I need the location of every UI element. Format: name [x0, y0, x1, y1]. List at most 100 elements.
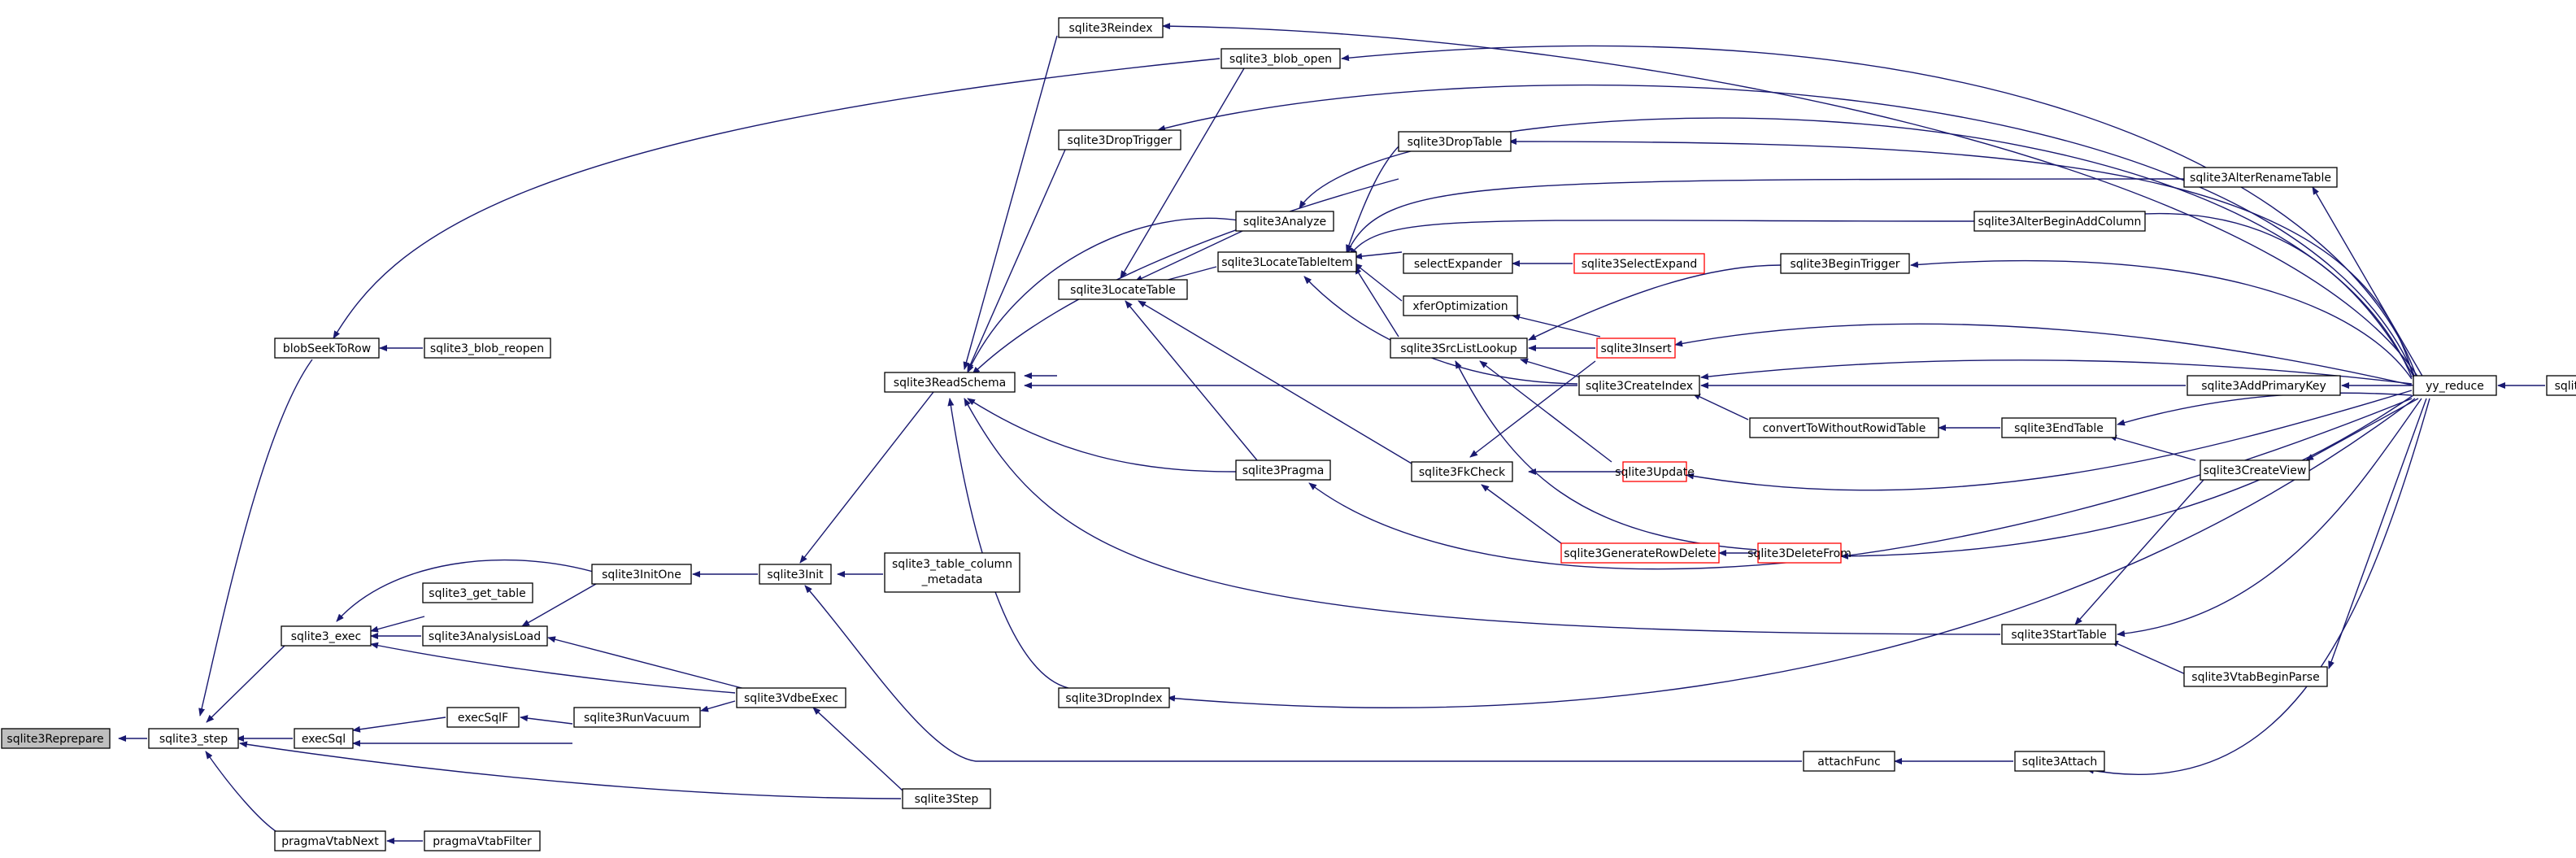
- edge-vtab-starttable: [2110, 640, 2188, 676]
- edge-analyze-readschema: [967, 217, 1245, 373]
- node-sqlite3srclistlookup[interactable]: sqlite3SrcListLookup: [1390, 338, 1528, 359]
- node-sqlite3deletefrom[interactable]: sqlite3DeleteFrom: [1747, 542, 1852, 564]
- node-sqlite3-get-table[interactable]: sqlite3_get_table: [422, 582, 533, 603]
- node-label: sqlite3Reindex: [1069, 22, 1153, 35]
- node-label: blobSeekToRow: [283, 342, 371, 355]
- edge-createview-endtable: [2108, 434, 2196, 461]
- node-label: xferOptimization: [1412, 300, 1508, 313]
- node-sqlite3reprepare[interactable]: sqlite3Reprepare: [1, 728, 111, 749]
- node-label: yy_reduce: [2426, 380, 2484, 393]
- edge-vdbeexec-analysisload: [547, 636, 749, 690]
- nodes: sqlite3Reprepare sqlite3_step blobSeekTo…: [1, 17, 2576, 851]
- edge-runvacuum-execsqlf: [520, 715, 573, 725]
- node-sqlite3reindex[interactable]: sqlite3Reindex: [1058, 17, 1164, 38]
- node-sqlite3starttable[interactable]: sqlite3StartTable: [2001, 624, 2117, 645]
- edge-yy-vtab: [2328, 398, 2427, 669]
- node-execsql[interactable]: execSql: [294, 728, 354, 749]
- node-sqlite3readschema[interactable]: sqlite3ReadSchema: [884, 372, 1016, 393]
- node-label: sqlite3_blob_open: [1229, 53, 1332, 66]
- edge-droptable-locatetableitem: [1346, 144, 1401, 253]
- node-sqlite3addprimarykey[interactable]: sqlite3AddPrimaryKey: [2187, 375, 2341, 396]
- node-sqlite3dropindex[interactable]: sqlite3DropIndex: [1058, 687, 1170, 708]
- node-sqlite3createview[interactable]: sqlite3CreateView: [2200, 459, 2310, 481]
- node-sqlite3selectexpand[interactable]: sqlite3SelectExpand: [1573, 253, 1705, 274]
- edge-vdbeexec-exec: [370, 642, 736, 694]
- node-label: sqlite3Reprepare: [7, 733, 103, 746]
- node-sqlite3fkcheck[interactable]: sqlite3FkCheck: [1411, 461, 1513, 482]
- edge-yy-update: [1686, 390, 2413, 491]
- edge-alteradd-locatetableitem: [1349, 220, 1975, 256]
- edge-createindex-srclistlookup: [1520, 358, 1586, 380]
- node-sqlite3attach[interactable]: sqlite3Attach: [2014, 751, 2105, 772]
- node-sqlite3runvacuum[interactable]: sqlite3RunVacuum: [573, 707, 701, 728]
- node-label: sqlite3SelectExpand: [1582, 258, 1698, 271]
- node-label: sqlite3Pragma: [1242, 464, 1325, 477]
- edge-yy-deletefrom: [1840, 394, 2414, 560]
- node-attachfunc[interactable]: attachFunc: [1803, 751, 1895, 772]
- node-sqlite3initone[interactable]: sqlite3InitOne: [591, 564, 692, 585]
- node-label: sqlite3Init: [767, 568, 824, 581]
- edge-gettable-exec: [370, 616, 425, 633]
- node-sqlite3-table-column-metadata[interactable]: sqlite3_table_column_metadata: [884, 552, 1020, 593]
- node-sqlite3-exec[interactable]: sqlite3_exec: [281, 625, 372, 647]
- node-label: sqlite3_get_table: [429, 587, 525, 600]
- node-sqlite3update[interactable]: sqlite3Update: [1615, 461, 1695, 482]
- node-blobseektorow[interactable]: blobSeekToRow: [274, 338, 380, 359]
- edge-deletefrom-srclistlookup: [1455, 360, 1757, 551]
- node-sqlite3vdbeexec[interactable]: sqlite3VdbeExec: [736, 687, 846, 708]
- node-sqlite3pragma[interactable]: sqlite3Pragma: [1235, 459, 1331, 481]
- node-label-cont: _metadata: [921, 573, 983, 586]
- edge-pragmanext-step: [205, 751, 279, 834]
- node-sqlite3endtable[interactable]: sqlite3EndTable: [2001, 417, 2117, 438]
- node-sqlite3init[interactable]: sqlite3Init: [759, 564, 832, 585]
- node-sqlite3analysisload[interactable]: sqlite3AnalysisLoad: [422, 625, 548, 647]
- node-label: sqlite3VdbeExec: [744, 692, 838, 705]
- node-label: sqlite3ReadSchema: [894, 377, 1006, 390]
- node-sqlite3droptrigger[interactable]: sqlite3DropTrigger: [1058, 129, 1181, 150]
- node-selectexpander[interactable]: selectExpander: [1403, 253, 1513, 274]
- edge-starttable-readschema: [964, 398, 2001, 635]
- node-label: sqlite3BeginTrigger: [1790, 258, 1899, 271]
- edge-pragma-readschema: [967, 398, 1237, 473]
- edge-yy-reindex: [1162, 23, 2419, 378]
- node-label: sqlite3DropIndex: [1065, 692, 1162, 705]
- node-sqlite3step[interactable]: sqlite3Step: [902, 788, 991, 809]
- node-sqlite3vtabbeginparse[interactable]: sqlite3VtabBeginParse: [2183, 666, 2328, 687]
- edge-execsqlf-execsql: [352, 716, 446, 733]
- node-yy-reduce[interactable]: yy_reduce: [2413, 375, 2497, 396]
- edge-yy-insert: [1674, 323, 2414, 386]
- node-label: pragmaVtabNext: [281, 835, 379, 848]
- node-sqlite3generaterowdelete[interactable]: sqlite3GenerateRowDelete: [1560, 542, 1720, 564]
- node-execsqlf[interactable]: execSqlF: [446, 707, 520, 728]
- edge-vdbeexec-runvacuum: [700, 700, 736, 712]
- node-sqlite3-blob-reopen[interactable]: sqlite3_blob_reopen: [424, 338, 551, 359]
- edge-reindex-readschema: [963, 35, 1058, 370]
- edge-sqlite3step-step: [239, 741, 902, 799]
- node-label: sqlite3_blob_reopen: [430, 342, 544, 355]
- node-xferoptimization[interactable]: xferOptimization: [1403, 295, 1518, 316]
- node-pragmavtabfilter[interactable]: pragmaVtabFilter: [424, 830, 541, 851]
- edge-initone-analysisload: [521, 580, 603, 627]
- node-sqlite3droptable[interactable]: sqlite3DropTable: [1398, 131, 1512, 152]
- node-label: sqlite3InitOne: [602, 568, 681, 581]
- edge-update-srclistlookup: [1479, 360, 1612, 463]
- edge-yy-droptable: [1508, 138, 2414, 378]
- node-converttowithoutrowidtable[interactable]: convertToWithoutRowidTable: [1749, 417, 1939, 438]
- edge-xferopt-locatetableitem: [1354, 263, 1403, 302]
- node-sqlite3insert[interactable]: sqlite3Insert: [1596, 338, 1676, 359]
- node-sqlite3-step[interactable]: sqlite3_step: [148, 728, 239, 749]
- node-sqlite3locatetableitem[interactable]: sqlite3LocateTableItem: [1217, 251, 1357, 272]
- node-sqlite3parser[interactable]: sqlite3Parser: [2546, 375, 2576, 396]
- node-sqlite3begintrigger[interactable]: sqlite3BeginTrigger: [1780, 253, 1910, 274]
- node-sqlite3locatetable[interactable]: sqlite3LocateTable: [1058, 279, 1188, 300]
- node-sqlite3alterbeginaddcolumn[interactable]: sqlite3AlterBeginAddColumn: [1973, 211, 2146, 232]
- node-label: sqlite3GenerateRowDelete: [1564, 547, 1716, 560]
- node-pragmavtabnext[interactable]: pragmaVtabNext: [274, 830, 386, 851]
- node-sqlite3analyze[interactable]: sqlite3Analyze: [1235, 211, 1334, 232]
- node-label: execSql: [302, 733, 346, 746]
- node-sqlite3alterrenametable[interactable]: sqlite3AlterRenameTable: [2183, 167, 2338, 188]
- node-sqlite3createindex[interactable]: sqlite3CreateIndex: [1578, 375, 1700, 396]
- node-sqlite3-blob-open[interactable]: sqlite3_blob_open: [1221, 48, 1341, 69]
- node-label: sqlite3CreateIndex: [1586, 380, 1693, 393]
- node-label: sqlite3AlterBeginAddColumn: [1978, 216, 2142, 229]
